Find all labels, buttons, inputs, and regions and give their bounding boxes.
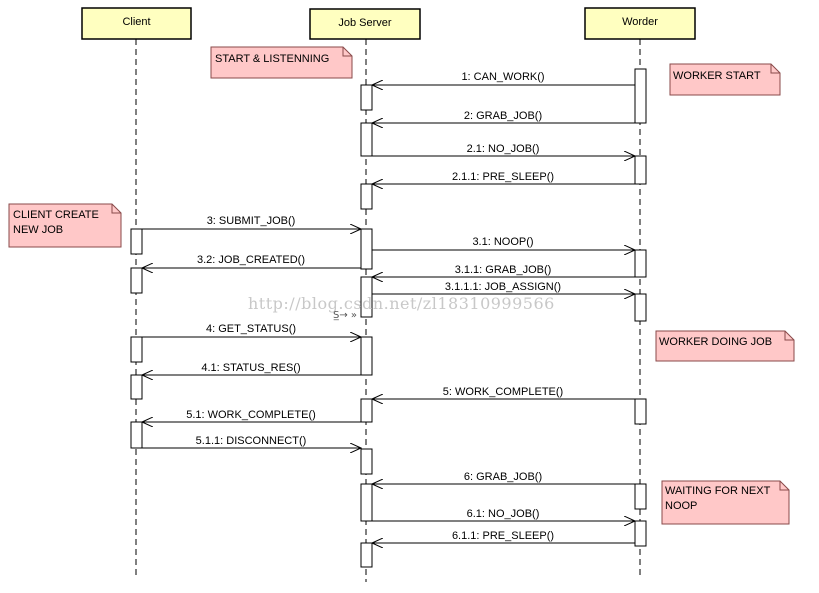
- message-3-1-1-1: 3.1.1.1: JOB_ASSIGN(): [372, 281, 635, 294]
- message-6-1-1: 6.1.1: PRE_SLEEP(): [372, 530, 635, 543]
- note-start-listening: START & LISTENNING: [210, 46, 353, 79]
- activation-bar: [360, 336, 373, 376]
- message-5-1: 5.1: WORK_COMPLETE(): [142, 409, 361, 422]
- participant-client-label: Client: [122, 16, 150, 28]
- message-4-1: 4.1: STATUS_RES(): [142, 362, 361, 375]
- note-text: WAITING FOR NEXT: [665, 485, 771, 497]
- activation-bar: [130, 336, 143, 363]
- participant-server-label: Job Server: [338, 17, 392, 29]
- participant-worker-label: Worder: [622, 16, 658, 28]
- participant-worker: Worder: [584, 7, 696, 40]
- message-3-2: 3.2: JOB_CREATED(): [142, 254, 361, 268]
- note-text: NOOP: [665, 500, 697, 512]
- note-text: WORKER DOING JOB: [659, 336, 772, 348]
- activation-bar: [634, 155, 647, 185]
- message-label: 1: CAN_WORK(): [461, 71, 544, 83]
- activation-bar: [360, 448, 373, 475]
- message-label: 5.1.1: DISCONNECT(): [196, 435, 307, 447]
- activation-bar: [130, 374, 143, 400]
- message-3-1: 3.1: NOOP(): [372, 236, 635, 250]
- activation-bar: [634, 293, 647, 322]
- message-label: 2.1.1: PRE_SLEEP(): [452, 171, 554, 183]
- note-text: WORKER START: [673, 70, 761, 82]
- activation-bar: [360, 276, 373, 318]
- message-5: 5: WORK_COMPLETE(): [372, 386, 635, 399]
- activation-bar: [360, 228, 373, 270]
- activation-bar: [360, 122, 373, 157]
- activation-bar: [360, 483, 373, 522]
- note-text: START & LISTENNING: [215, 53, 329, 65]
- message-label: 5: WORK_COMPLETE(): [443, 386, 563, 398]
- note-client-create: CLIENT CREATE NEW JOB: [8, 203, 122, 248]
- message-label: 3: SUBMIT_JOB(): [207, 215, 296, 227]
- participant-server: Job Server: [309, 8, 421, 40]
- message-3: 3: SUBMIT_JOB(): [142, 215, 361, 229]
- message-3-1-1: 3.1.1: GRAB_JOB(): [372, 264, 635, 277]
- participant-client: Client: [81, 7, 192, 40]
- activation-bar: [360, 542, 373, 568]
- message-label: 3.1.1: GRAB_JOB(): [455, 264, 552, 276]
- message-6-1: 6.1: NO_JOB(): [372, 508, 635, 521]
- message-label: 6: GRAB_JOB(): [464, 471, 542, 483]
- message-label: 4: GET_STATUS(): [206, 323, 296, 335]
- activation-bar: [634, 520, 647, 547]
- activation-bar: [130, 267, 143, 294]
- message-label: 3.1: NOOP(): [472, 236, 533, 248]
- message-label: 4.1: STATUS_RES(): [201, 362, 300, 374]
- message-2-1: 2.1: NO_JOB(): [372, 143, 635, 156]
- note-worker-start: WORKER START: [669, 63, 781, 96]
- message-label: 6.1: NO_JOB(): [467, 508, 540, 520]
- note-waiting-for-next: WAITING FOR NEXT NOOP: [661, 480, 790, 525]
- note-text: NEW JOB: [13, 224, 63, 236]
- message-2-1-1: 2.1.1: PRE_SLEEP(): [372, 171, 635, 184]
- activation-bar: [360, 183, 373, 210]
- message-6: 6: GRAB_JOB(): [372, 471, 635, 484]
- message-label: 6.1.1: PRE_SLEEP(): [452, 530, 554, 542]
- message-2: 2: GRAB_JOB(): [372, 110, 635, 123]
- message-label: 2: GRAB_JOB(): [464, 110, 542, 122]
- message-label: 5.1: WORK_COMPLETE(): [186, 409, 316, 421]
- note-worker-doing-job: WORKER DOING JOB: [655, 330, 795, 362]
- note-text: CLIENT CREATE: [13, 209, 99, 221]
- message-label: 2.1: NO_JOB(): [467, 143, 540, 155]
- message-label: 3.2: JOB_CREATED(): [197, 254, 305, 266]
- activation-bar: [130, 228, 143, 255]
- activation-bar: [634, 398, 647, 425]
- sync-cursor-icon: S̲→ »: [333, 310, 358, 321]
- message-5-1-1: 5.1.1: DISCONNECT(): [142, 435, 361, 448]
- activation-bar: [130, 421, 143, 449]
- message-4: 4: GET_STATUS(): [142, 323, 361, 337]
- activation-bar: [634, 483, 647, 510]
- activation-bar: [360, 84, 373, 111]
- message-1: 1: CAN_WORK(): [372, 71, 635, 85]
- activation-bar: [634, 249, 647, 278]
- message-label: 3.1.1.1: JOB_ASSIGN(): [445, 281, 561, 293]
- activation-bar: [360, 398, 373, 423]
- activation-bar: [634, 68, 647, 124]
